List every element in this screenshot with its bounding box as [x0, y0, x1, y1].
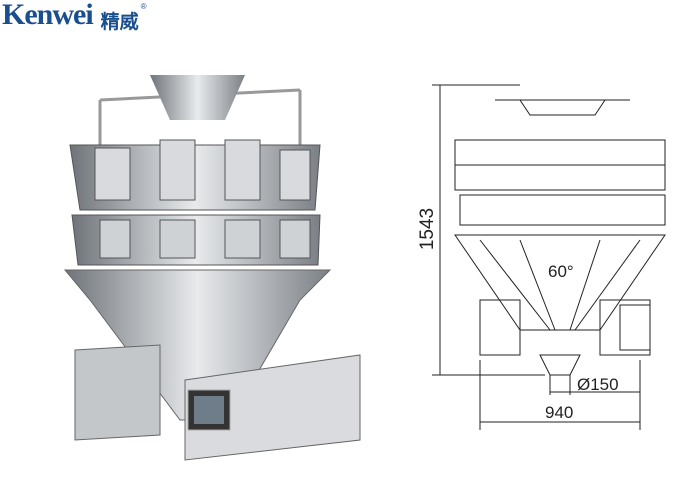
base-body [184, 354, 361, 461]
top-cone [150, 75, 245, 120]
brand-name-en: Kenwei [2, 0, 94, 31]
width-dimension: 940 [545, 403, 574, 422]
registered-mark: ® [140, 2, 147, 11]
brand-name-cn: 精威 [100, 12, 139, 33]
brand-logo: Kenwei 精威 ® [2, 0, 147, 33]
angle-dimension: 60° [548, 262, 574, 282]
height-dimension: 1543 [417, 207, 439, 251]
base-left [74, 344, 161, 441]
outlet-diameter-dimension: Ø150 [577, 375, 619, 394]
